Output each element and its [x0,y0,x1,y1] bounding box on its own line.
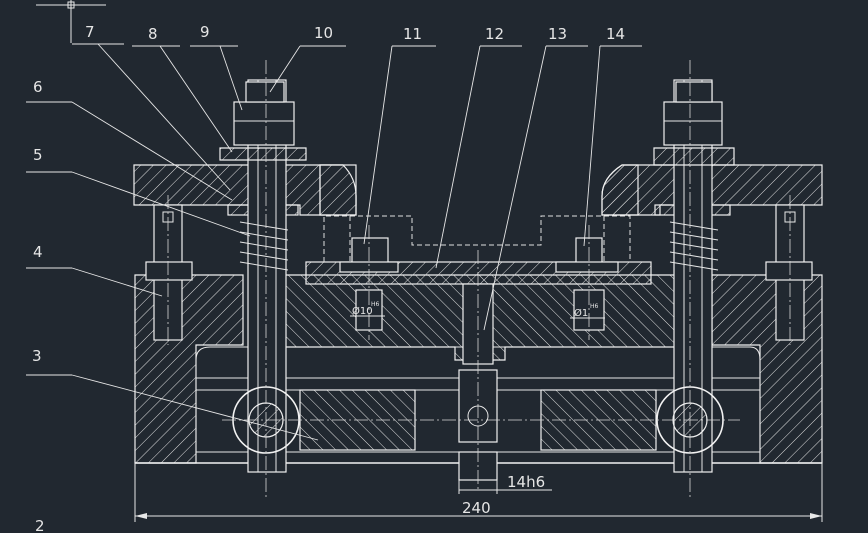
callout-3: 3 [32,347,42,365]
pin-fit-right-sup: H6 [590,303,599,310]
callout-14: 14 [606,25,625,43]
right-spring [669,221,719,271]
right-stud [653,79,735,473]
center-lines [167,60,791,500]
overall-width-label: 240 [462,499,491,517]
callout-9: 9 [200,23,210,41]
callout-7: 7 [85,23,95,41]
callout-10: 10 [314,24,333,42]
callout-leaders [26,43,642,441]
callout-13: 13 [548,25,567,43]
ucs-cursor-icon [36,0,106,43]
callout-labels: 2 3 4 5 6 7 8 9 10 11 12 13 14 [32,23,625,533]
callout-5: 5 [33,146,43,164]
left-clamp [133,164,357,216]
callout-11: 11 [403,25,422,43]
pin-fit-left-label: Ø10 [352,305,373,317]
callout-4: 4 [33,243,43,261]
callout-6: 6 [33,78,43,96]
pin-fit-left: Ø10 H6 [350,301,385,317]
overall-width-dimension: 240 [134,463,823,522]
callout-12: 12 [485,25,504,43]
pin-fit-right-label: Ø1 [574,307,588,319]
shaft-fit-label: 14h6 [507,473,545,491]
callout-8: 8 [148,25,158,43]
callout-2: 2 [35,517,45,533]
pin-fit-left-sup: H6 [371,301,380,308]
pin-fit-right: Ø1 H6 [570,303,605,319]
left-stud [219,79,307,473]
left-spring [239,221,289,271]
shaft-fit-dimension: 14h6 [458,473,552,494]
